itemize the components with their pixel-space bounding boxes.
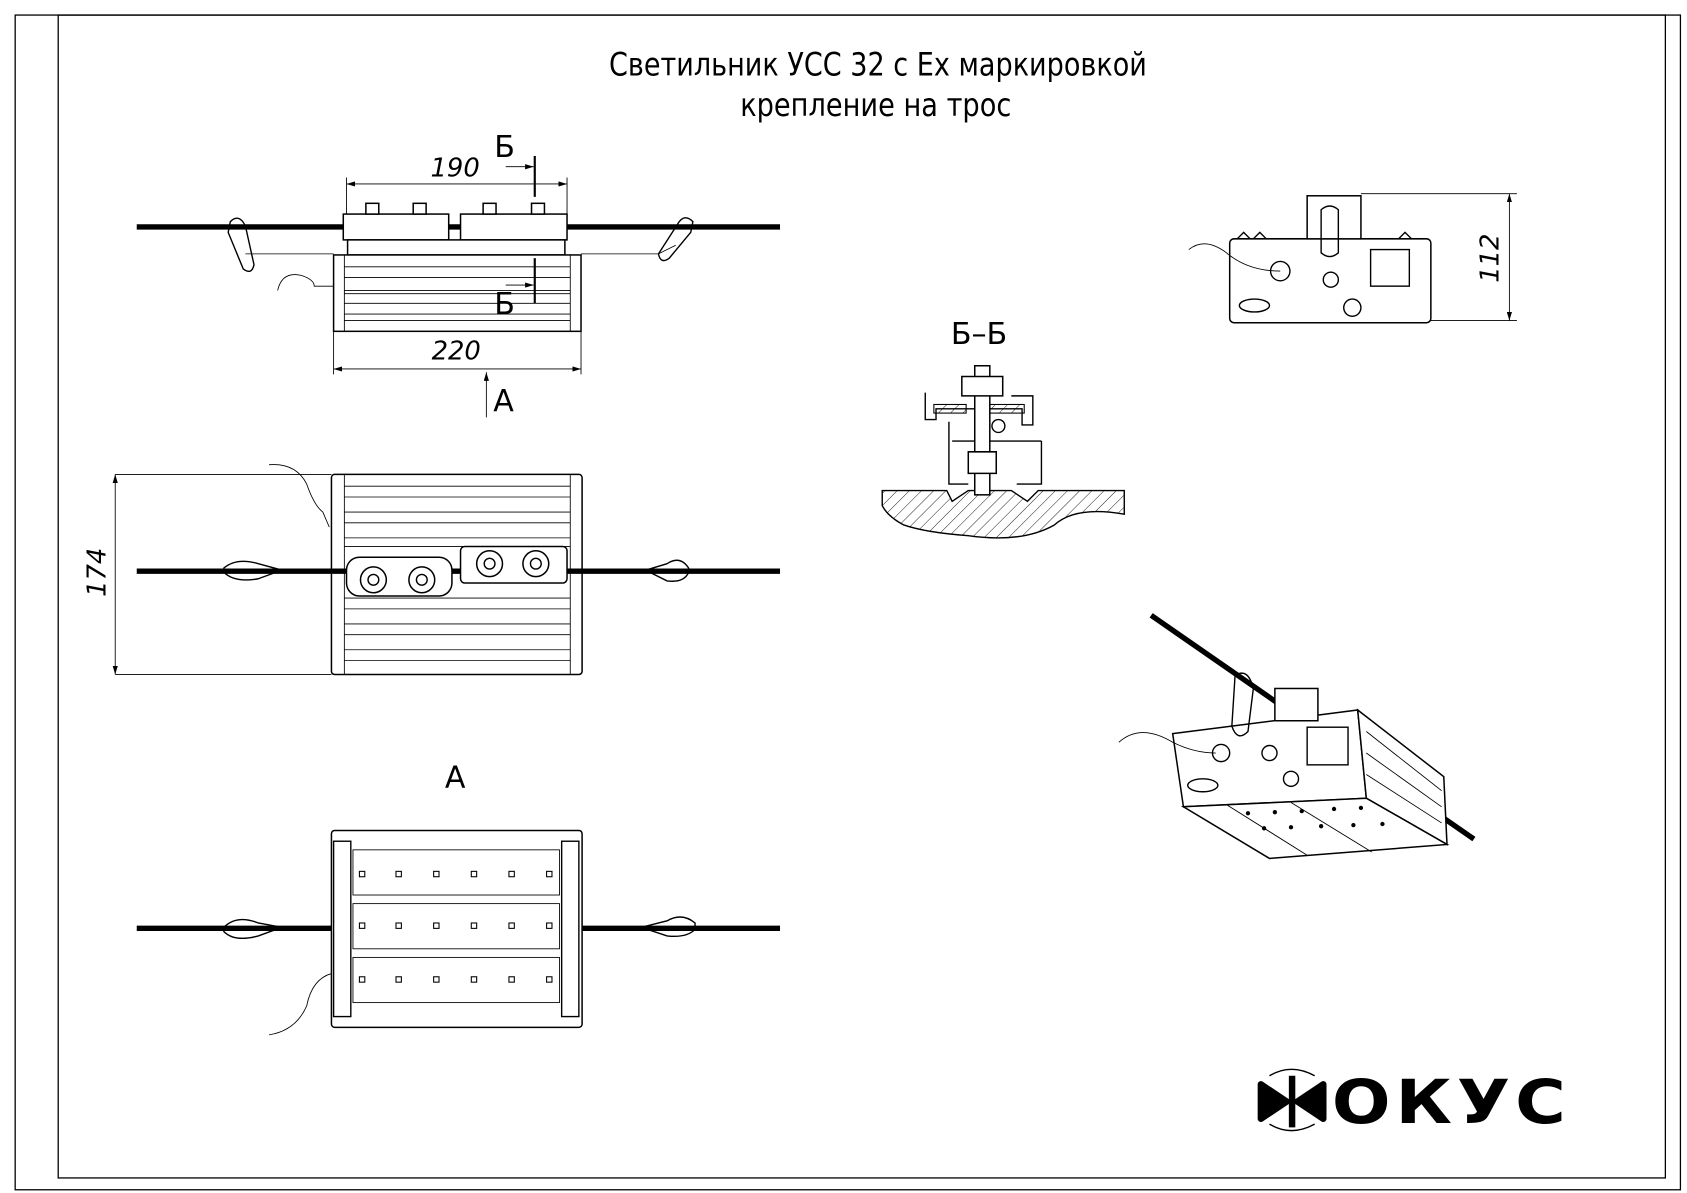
clamp xyxy=(1306,195,1362,240)
carabiner-right xyxy=(643,559,690,582)
logo-text: ОКУС xyxy=(1332,1068,1571,1138)
power-cable xyxy=(268,973,332,1036)
dimension-190: 190 xyxy=(431,153,480,183)
section-mark-top: Б xyxy=(494,130,515,165)
carabiner-left xyxy=(227,217,255,273)
clamp-nuts xyxy=(365,202,546,215)
carabiner-left xyxy=(223,560,285,581)
bottom-view-a: А xyxy=(136,760,781,1036)
nut xyxy=(961,375,1004,397)
drawing-title: Светильник УСС 32 с Ex маркировкой xyxy=(609,45,1147,83)
luminaire-body xyxy=(330,829,583,1029)
side-view: 190 220 Б Б А xyxy=(136,130,781,419)
power-cable xyxy=(269,464,330,528)
fokus-logo: ОКУС xyxy=(1257,1068,1571,1138)
plan-view: 174 xyxy=(83,464,781,676)
dimension-220: 220 xyxy=(432,336,481,366)
section-mark-bottom: Б xyxy=(494,287,515,322)
end-view: 112 xyxy=(1188,193,1517,324)
carabiner-right xyxy=(657,217,694,262)
mount-plate xyxy=(346,239,566,256)
hatched-profile xyxy=(881,489,1125,539)
heatsink-fins xyxy=(343,474,571,675)
outer-frame xyxy=(14,14,1682,1191)
power-cable xyxy=(277,274,334,291)
isometric-view xyxy=(1118,613,1476,860)
luminaire-body xyxy=(332,254,582,333)
iso-led-dots xyxy=(1245,805,1385,831)
clamp-bolts xyxy=(359,550,550,594)
clamp-block xyxy=(459,213,568,241)
section-label: Б–Б xyxy=(951,317,1007,352)
view-arrow-label: А xyxy=(493,384,514,419)
clamp-block xyxy=(342,213,450,241)
section-b-b: Б–Б xyxy=(881,317,1125,539)
power-cable xyxy=(1118,732,1216,754)
luminaire-body xyxy=(330,473,583,676)
drawing-subtitle: крепление на трос xyxy=(740,86,1011,124)
led-dots xyxy=(358,870,553,983)
luminaire-end xyxy=(1228,238,1432,324)
view-a-label: А xyxy=(445,760,466,795)
carabiner-right xyxy=(638,916,696,937)
power-cable xyxy=(1188,243,1281,272)
dimension-174: 174 xyxy=(83,548,113,597)
inner-frame xyxy=(57,14,1667,1179)
heatsink-fins xyxy=(343,254,571,332)
dimension-112: 112 xyxy=(1476,234,1506,283)
carabiner-left xyxy=(223,918,285,940)
